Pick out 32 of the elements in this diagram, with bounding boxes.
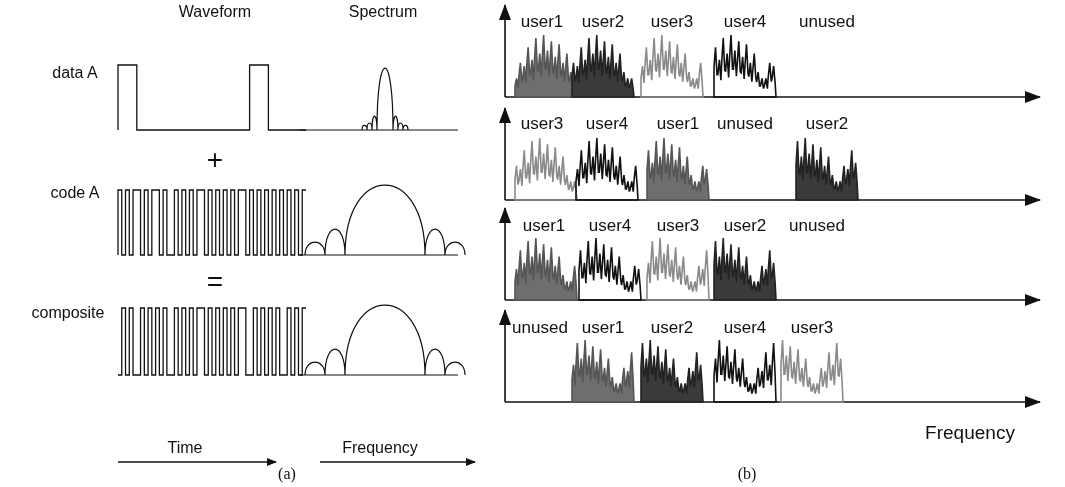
row-label: code A bbox=[50, 184, 100, 202]
user-label: user3 bbox=[520, 114, 564, 134]
user-label: user1 bbox=[656, 114, 700, 134]
column-heading: Waveform bbox=[178, 3, 252, 21]
user-label: unused bbox=[717, 114, 773, 134]
user-label: user1 bbox=[581, 318, 625, 338]
user-label: user4 bbox=[723, 318, 767, 338]
column-heading: Spectrum bbox=[348, 3, 418, 21]
row-label: data A bbox=[52, 64, 98, 82]
user-label: user1 bbox=[522, 216, 566, 236]
user-label: user3 bbox=[650, 12, 694, 32]
user-label: user1 bbox=[520, 12, 564, 32]
user-label: user3 bbox=[790, 318, 834, 338]
user-label: user4 bbox=[585, 114, 629, 134]
user-label: user2 bbox=[723, 216, 767, 236]
operator-sign: = bbox=[206, 266, 224, 298]
user-label: user2 bbox=[650, 318, 694, 338]
user-label: user3 bbox=[656, 216, 700, 236]
user-label: user2 bbox=[581, 12, 625, 32]
user-label: user4 bbox=[588, 216, 632, 236]
panel-label: (a) bbox=[278, 465, 296, 483]
axis-label: Frequency bbox=[925, 422, 1015, 444]
user-label: unused bbox=[799, 12, 855, 32]
user-label: user4 bbox=[723, 12, 767, 32]
user-label: user2 bbox=[805, 114, 849, 134]
user-label: unused bbox=[512, 318, 568, 338]
row-label: composite bbox=[31, 304, 105, 322]
panel-label: (b) bbox=[737, 465, 757, 483]
operator-sign: + bbox=[206, 144, 224, 176]
user-label: unused bbox=[789, 216, 845, 236]
axis-label: Time bbox=[167, 439, 203, 457]
axis-label: Frequency bbox=[342, 439, 418, 457]
